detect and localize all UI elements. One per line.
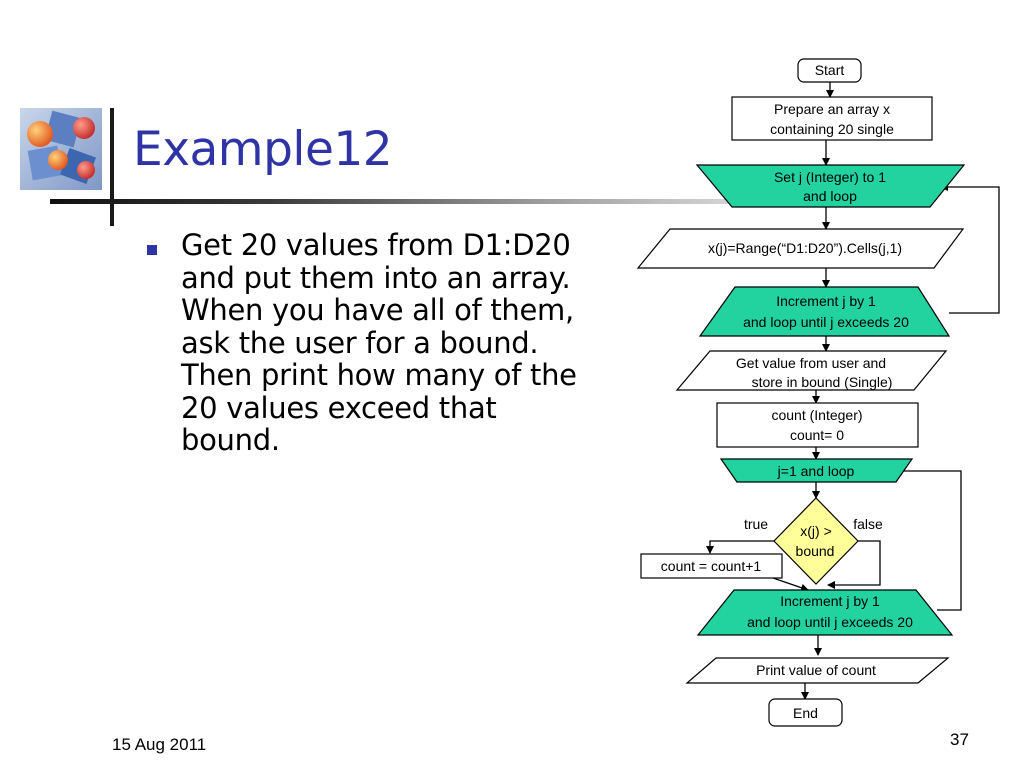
true-label: true: [744, 516, 768, 532]
loop2-start-label: j=1 and loop: [777, 463, 855, 479]
loop2-end-line-1: Increment j by 1: [780, 593, 880, 609]
flow-connectors: [706, 82, 1000, 700]
page-number: 37: [950, 730, 969, 749]
increment-count-label: count = count+1: [661, 558, 762, 574]
loop1-end-line-2: and loop until j exceeds 20: [743, 314, 909, 330]
loop2-end: Increment j by 1 and loop until j exceed…: [696, 589, 954, 636]
count-init-process: count (Integer) count= 0: [716, 402, 919, 448]
count-init-line-2: count= 0: [790, 427, 844, 443]
start-label: Start: [815, 62, 845, 78]
prepare-line-2: containing 20 single: [770, 121, 894, 137]
loop1-end-line-1: Increment j by 1: [776, 293, 876, 309]
decision-line-2: bound: [796, 543, 835, 559]
footer-date: 15 Aug 2011: [112, 735, 207, 754]
input-bound-io: Get value from user and store in bound (…: [675, 350, 948, 391]
loop1-end: Increment j by 1 and loop until j exceed…: [698, 286, 951, 337]
loop1-start-line-2: and loop: [803, 188, 857, 204]
bullet-marker: [147, 245, 157, 255]
false-label: false: [853, 516, 883, 532]
print-io: Print value of count: [685, 657, 950, 684]
decision-diamond: x(j) > bound: [773, 497, 859, 585]
loop2-end-line-2: and loop until j exceeds 20: [747, 614, 913, 630]
prepare-line-1: Prepare an array x: [774, 101, 890, 117]
end-terminal: End: [768, 698, 843, 727]
bullet-text: Get 20 values from D1:D20 and put them i…: [181, 228, 577, 457]
loop2-start: j=1 and loop: [719, 458, 914, 483]
prepare-array-process: Prepare an array x containing 20 single: [731, 96, 933, 141]
loop1-start: Set j (Integer) to 1 and loop: [695, 164, 966, 208]
print-label: Print value of count: [756, 662, 876, 678]
title-underline: [50, 199, 930, 204]
input-line-1: Get value from user and: [736, 355, 886, 371]
input-line-2: store in bound (Single): [752, 374, 893, 390]
slide-title: Example12: [133, 122, 393, 177]
end-label: End: [793, 705, 818, 721]
count-init-line-1: count (Integer): [771, 407, 862, 423]
assign-label: x(j)=Range(“D1:D20”).Cells(j,1): [708, 240, 902, 256]
increment-count-process: count = count+1: [640, 553, 783, 579]
start-terminal: Start: [797, 58, 862, 83]
logo-image: [20, 108, 102, 190]
title-vertical-bar: [110, 108, 114, 226]
loop1-start-line-1: Set j (Integer) to 1: [774, 169, 886, 185]
assign-io: x(j)=Range(“D1:D20”).Cells(j,1): [636, 228, 965, 269]
decision-line-1: x(j) >: [800, 523, 832, 539]
